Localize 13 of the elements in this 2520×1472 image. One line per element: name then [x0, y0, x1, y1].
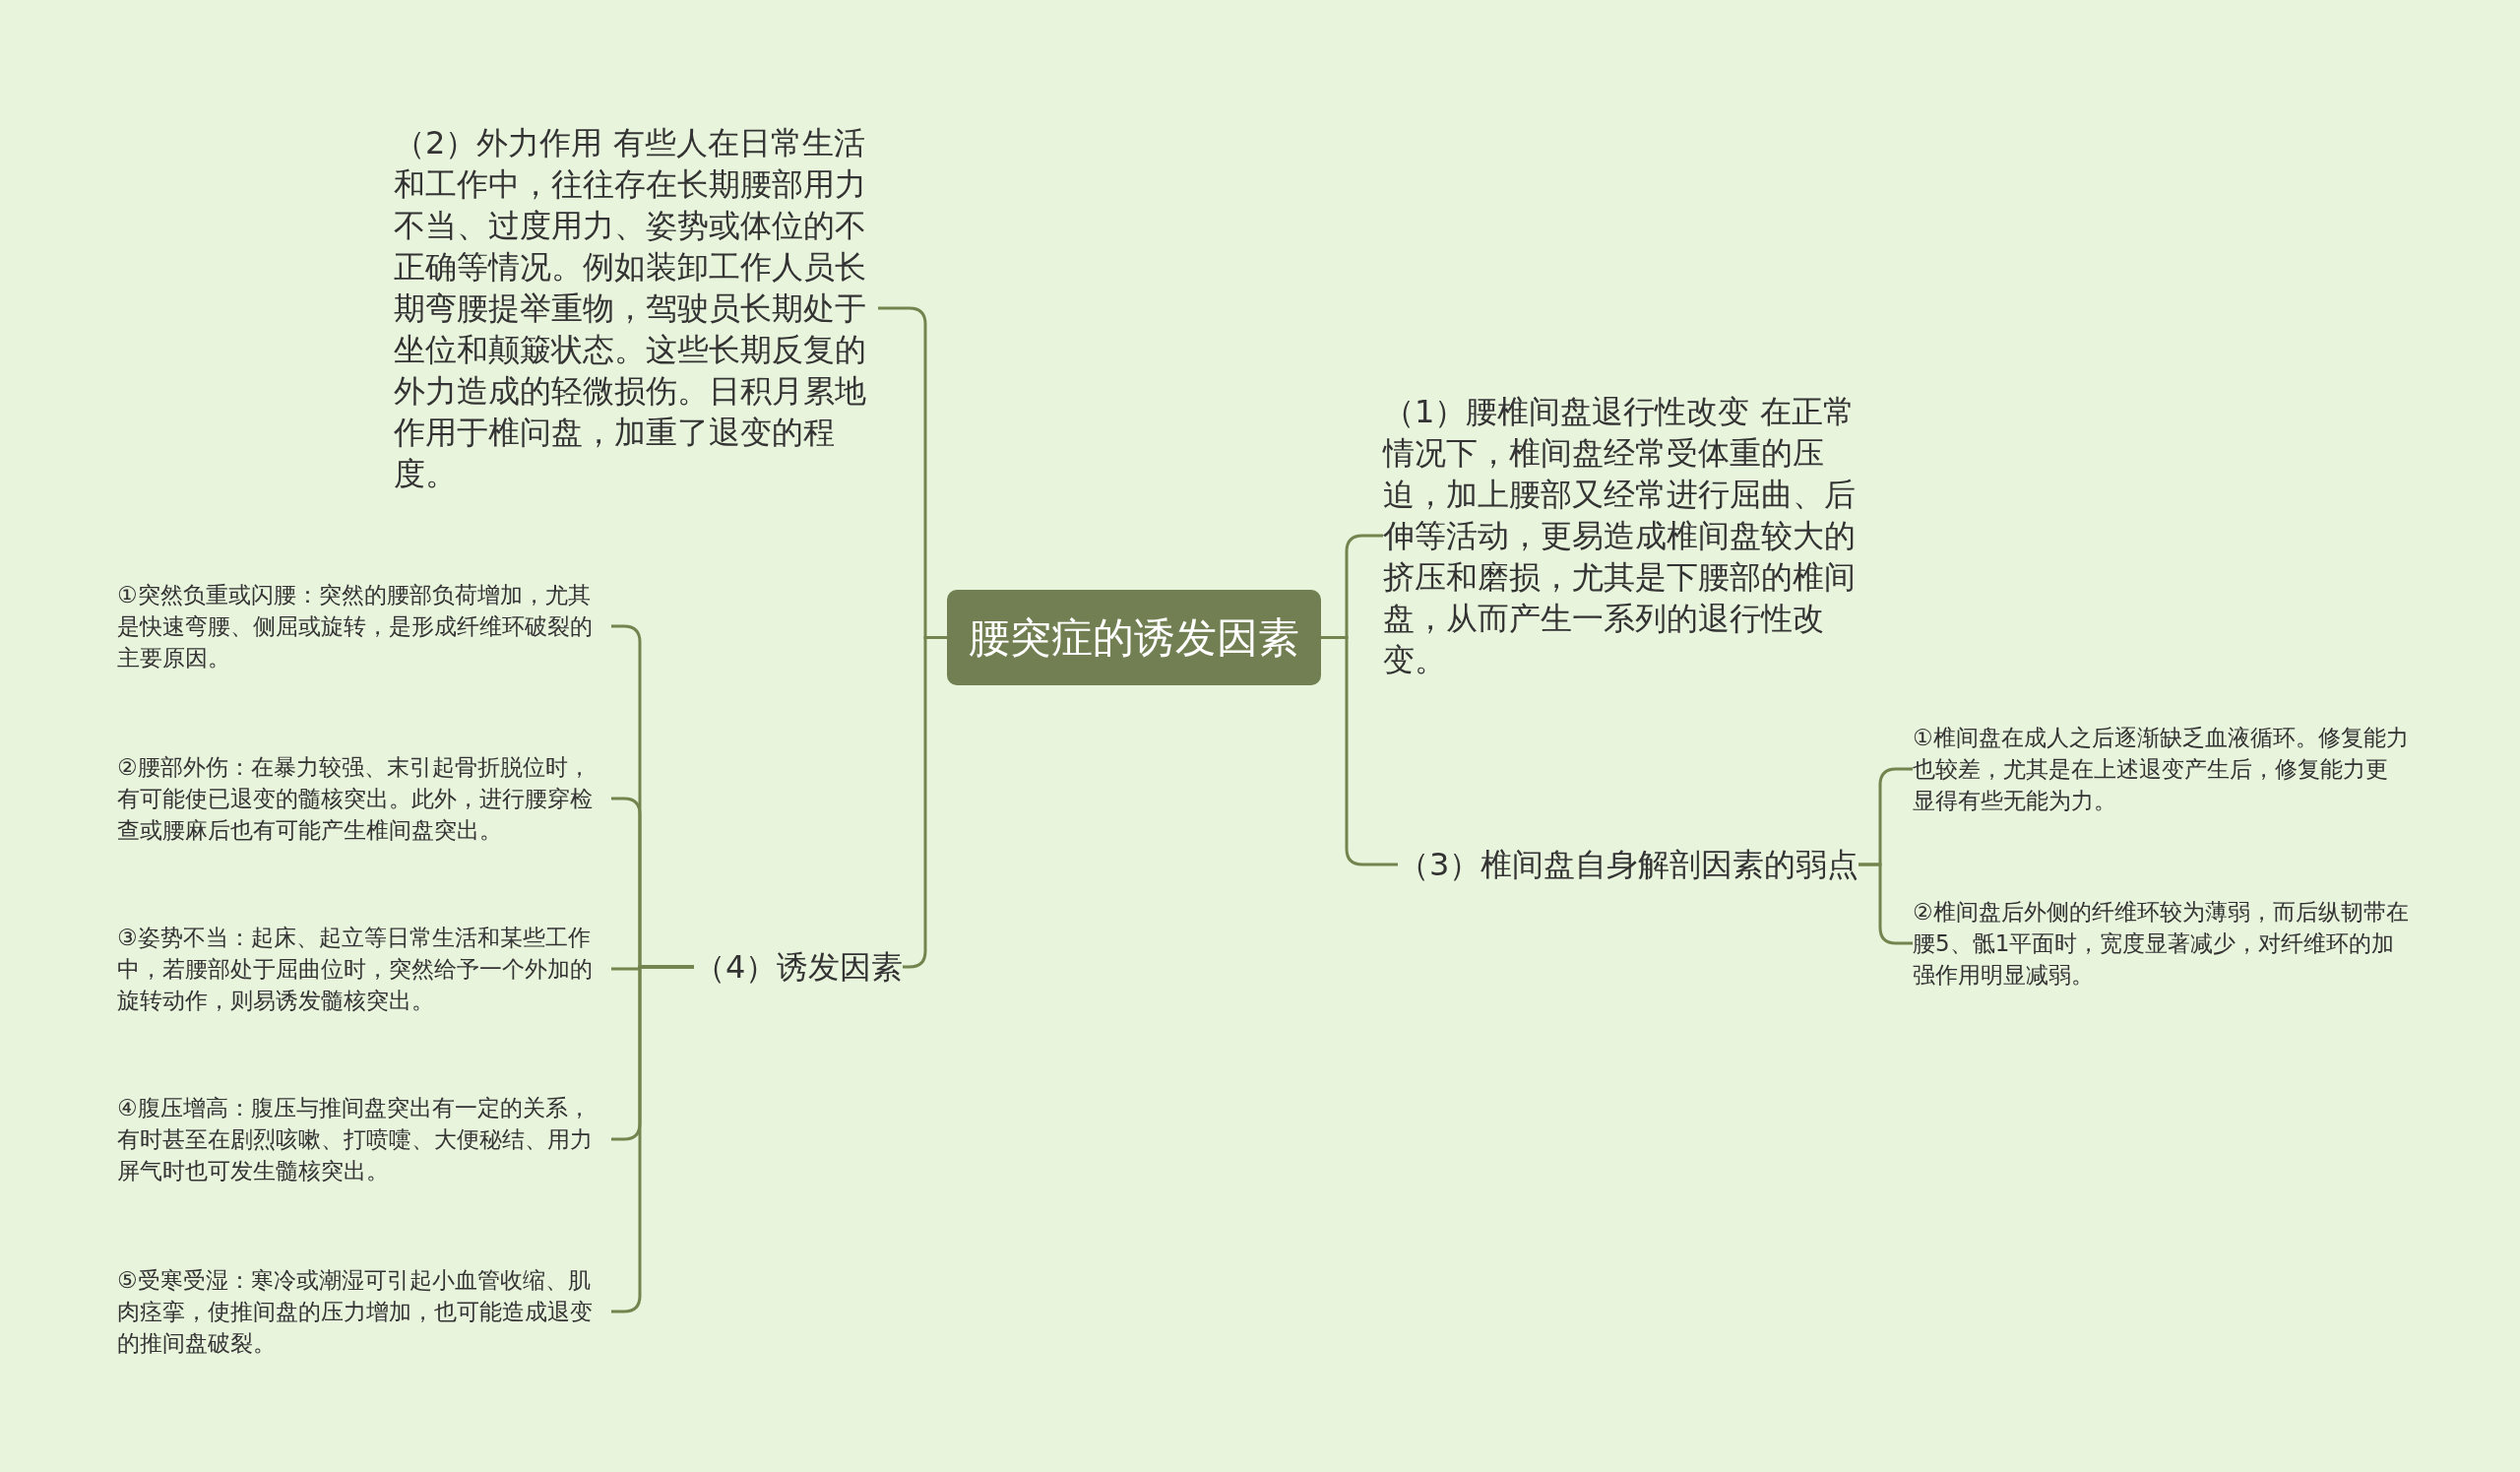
leaf-text: ⑤受寒受湿：寒冷或潮湿可引起小血管收缩、肌肉痉挛，使推间盘的压力增加，也可能造成退变的推间盘破裂。: [117, 1264, 611, 1359]
leaf-text: ②椎间盘后外侧的纤维环较为薄弱，而后纵韧带在腰5、骶1平面时，宽度显著减少，对纤维环的加强作用明显减弱。: [1913, 896, 2410, 991]
leaf-text: ④腹压增高：腹压与推间盘突出有一定的关系，有时甚至在剧烈咳嗽、打喷嚏、大便秘结、用力屏气时也可发生髓核突出。: [117, 1092, 611, 1186]
leaf-text: ②腰部外伤：在暴力较强、末引起骨折脱位时，有可能使已退变的髓核突出。此外，进行腰穿检查或腰麻后也有可能产生椎间盘突出。: [117, 751, 611, 846]
branch-text: （2）外力作用 有些人在日常生活和工作中，往往存在长期腰部用力不当、过度用力、姿势或体位的不正确等情况。例如装卸工作人员长期弯腰提举重物，驾驶员长期处于坐位和颠簸状态。这些长期反复的外力造成的轻微损伤。日积月累地作用于椎问盘，加重了退变的程度。: [394, 122, 878, 494]
branch-text: （3）椎间盘自身解剖因素的弱点: [1398, 844, 1859, 885]
connector-line: [1321, 636, 1398, 866]
central-topic-box: 腰突症的诱发因素: [947, 590, 1321, 685]
branch-text: （1）腰椎间盘退行性改变 在正常情况下，椎间盘经常受体重的压迫，加上腰部又经常进行屈曲、后伸等活动，更易造成椎间盘较大的挤压和磨损，尤其是下腰部的椎间盘，从而产生一系列的退行性改变。: [1383, 391, 1865, 680]
branch-text: （4）诱发因素: [694, 946, 904, 988]
leaf-text: ①突然负重或闪腰：突然的腰部负荷增加，尤其是快速弯腰、侧屈或旋转，是形成纤维环破裂的主要原因。: [117, 579, 611, 673]
leaf-text: ①椎间盘在成人之后逐渐缺乏血液循环。修复能力也较差，尤其是在上述退变产生后，修复能力更显得有些无能为力。: [1913, 722, 2410, 816]
leaf-text: ③姿势不当：起床、起立等日常生活和某些工作中，若腰部处于屈曲位时，突然给予一个外加的旋转动作，则易诱发髓核突出。: [117, 922, 611, 1016]
